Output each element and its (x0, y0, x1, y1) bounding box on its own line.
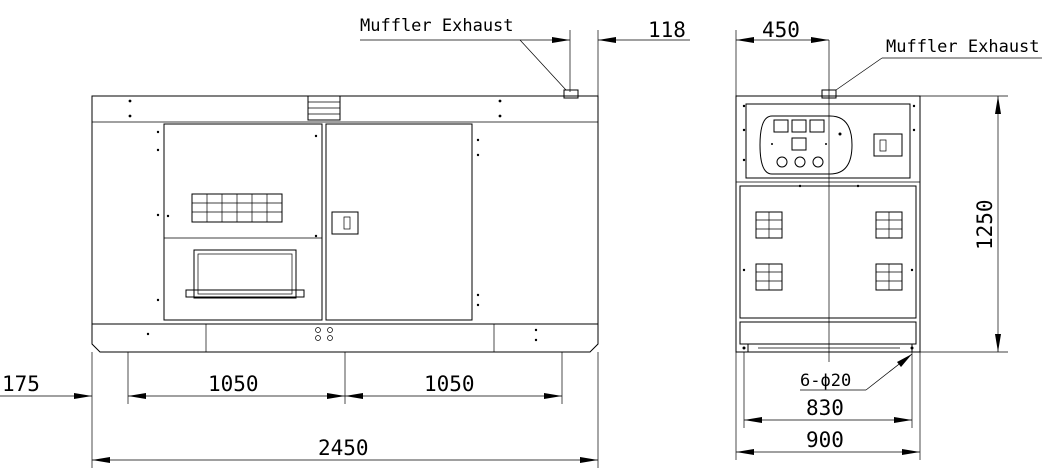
front-rivets (128, 99, 538, 342)
dim-base-inner-width: 830 (806, 396, 844, 420)
side-vents (755, 211, 903, 291)
side-view (735, 40, 921, 362)
side-lower-panel (739, 185, 917, 319)
front-left-door (163, 123, 323, 321)
hole-spec-label: 6-ϕ20 (800, 371, 851, 391)
dim-overall-width: 900 (806, 428, 844, 452)
dim-left-offset: 175 (2, 372, 40, 396)
front-enclosure (91, 95, 599, 325)
dim-height: 1250 (973, 199, 997, 250)
side-exhaust-dimension (735, 30, 1042, 96)
dim-exhaust-side-offset: 450 (762, 18, 800, 42)
front-muffler-stub (563, 89, 579, 99)
side-control-section (745, 103, 911, 179)
top-vent (307, 95, 341, 121)
side-muffler-label: Muffler Exhaust (886, 37, 1040, 57)
front-grille (191, 193, 283, 223)
side-height-dimension (920, 95, 1008, 353)
control-panel (759, 115, 853, 175)
front-right-door (325, 123, 473, 321)
front-exhaust-dimension (360, 30, 690, 96)
dim-exhaust-offset: 118 (648, 18, 686, 42)
dim-span-right: 1050 (424, 372, 475, 396)
front-access-hatch (185, 249, 305, 299)
front-door-lock (331, 211, 359, 235)
front-bottom-dimensions (0, 352, 599, 468)
front-base-frame (91, 323, 599, 353)
side-door-lock (873, 133, 903, 157)
side-bottom-dimensions (735, 352, 921, 460)
front-muffler-label: Muffler Exhaust (360, 16, 514, 36)
dim-overall-length: 2450 (318, 436, 369, 460)
dim-span-left: 1050 (208, 372, 259, 396)
front-view (91, 89, 599, 353)
side-base (739, 321, 917, 353)
side-rivets (742, 104, 916, 350)
